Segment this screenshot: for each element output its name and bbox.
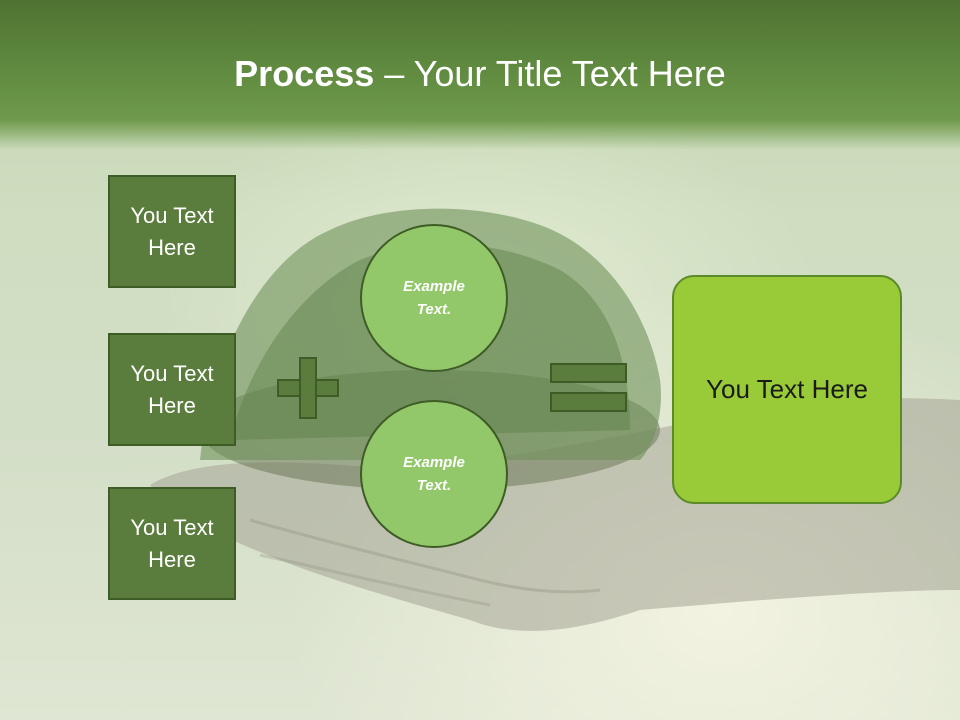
left-box-3: You Text Here — [108, 487, 236, 600]
result-box: You Text Here — [672, 275, 902, 504]
example-circle-1: Example Text. — [360, 224, 508, 372]
title-rest: – Your Title Text Here — [374, 53, 726, 94]
equals-icon-bottom-bar — [550, 392, 627, 412]
equals-icon-top-bar — [550, 363, 627, 383]
left-box-1: You Text Here — [108, 175, 236, 288]
title-band — [0, 0, 960, 150]
title-bold: Process — [234, 53, 375, 94]
page-title: Process – Your Title Text Here — [0, 52, 960, 96]
example-circle-2: Example Text. — [360, 400, 508, 548]
plus-icon — [277, 357, 339, 419]
left-box-2: You Text Here — [108, 333, 236, 446]
